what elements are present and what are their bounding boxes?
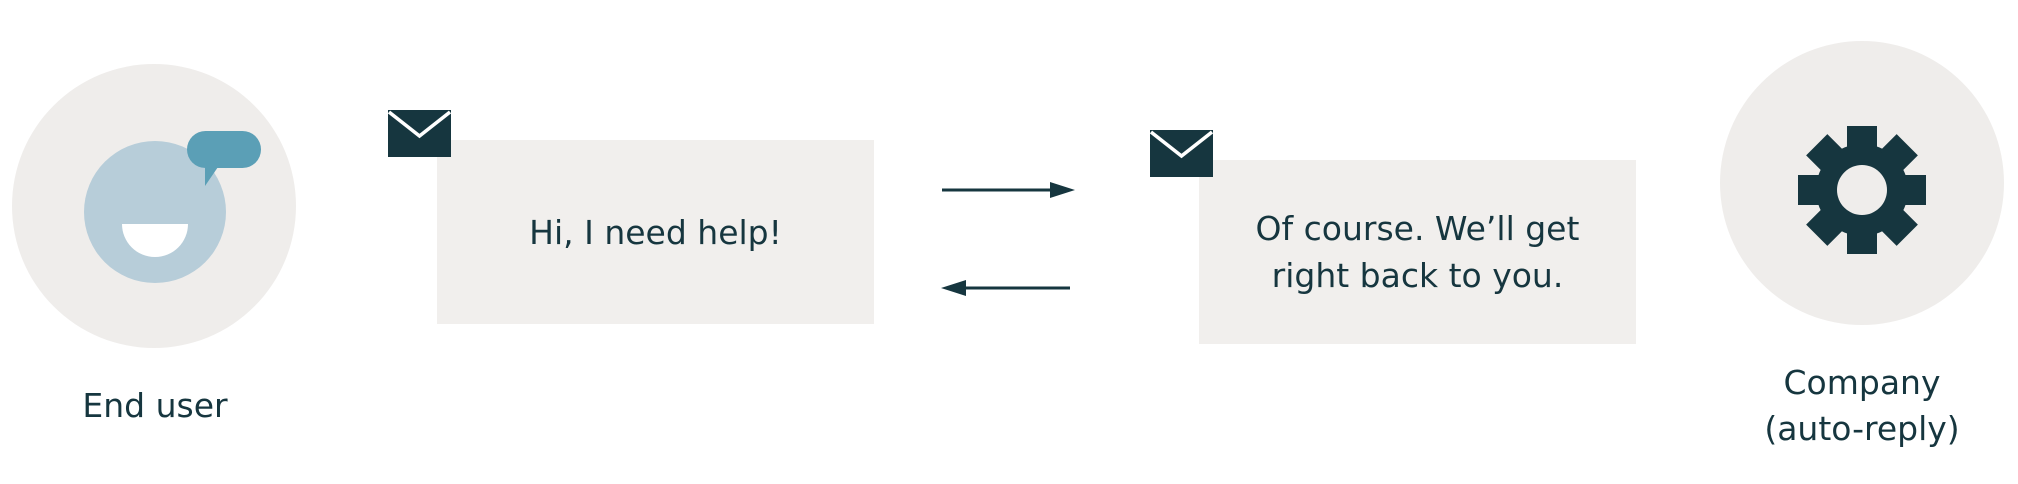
reply-message-box: Of course. We’ll get right back to you. [1199, 160, 1636, 344]
smiling-user-icon [84, 141, 226, 283]
company-label-line-1: Company [1783, 363, 1941, 402]
request-message-text: Hi, I need help! [529, 212, 782, 252]
company-label-line-2: (auto-reply) [1764, 409, 1960, 448]
chat-bubble-icon [187, 131, 261, 186]
gear-icon [1798, 126, 1926, 254]
envelope-icon [1150, 130, 1213, 177]
end-user-label: End user [82, 386, 228, 425]
arrow-left-icon [941, 280, 1070, 296]
request-message-box: Hi, I need help! [437, 140, 874, 324]
reply-message-line-1: Of course. We’ll get [1255, 209, 1580, 248]
reply-message-line-2: right back to you. [1271, 256, 1564, 295]
arrow-right-icon [942, 182, 1075, 198]
envelope-icon [388, 110, 451, 157]
company-label: Company (auto-reply) [1720, 360, 2004, 452]
